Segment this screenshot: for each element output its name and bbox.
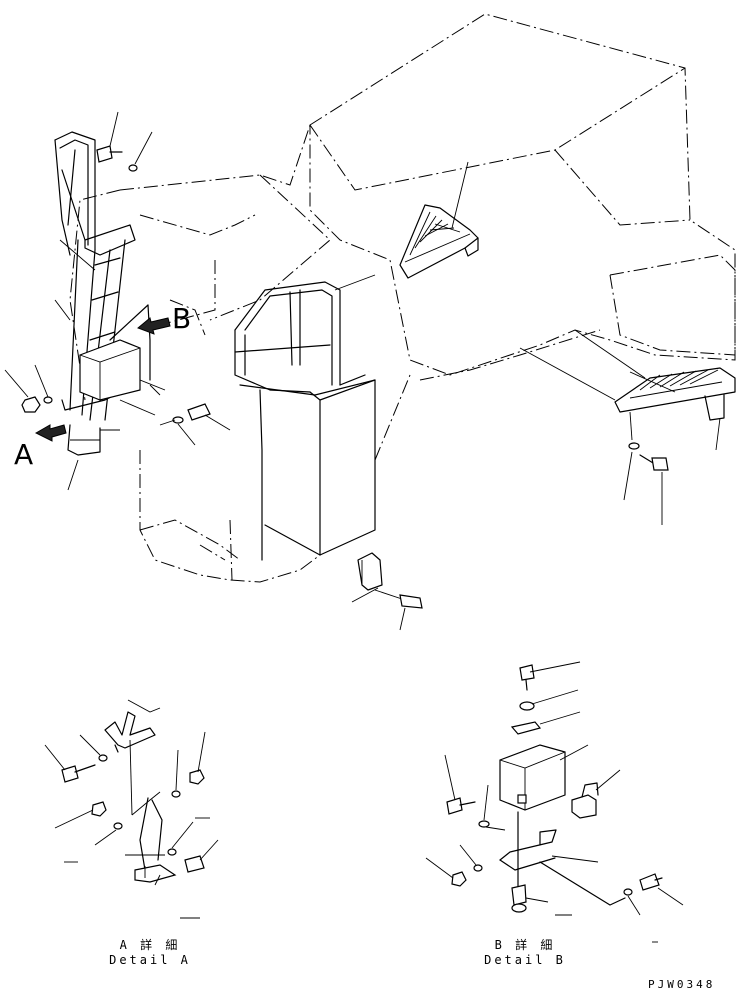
detail-b-title-en: Detail B	[484, 953, 566, 967]
detail-a-title-en: Detail A	[109, 953, 191, 967]
detail-a-title-jp: A 詳 細	[119, 938, 181, 952]
ladder-top-bolt	[96, 111, 153, 172]
machine-body-outline	[69, 13, 736, 583]
view-a-callout: A	[14, 438, 34, 471]
view-b-callout: B	[172, 302, 192, 335]
arrow-b	[137, 317, 171, 335]
detail-b-title-jp: B 詳 細	[494, 938, 556, 952]
left-ladder	[54, 131, 136, 491]
column-bolt	[351, 552, 423, 631]
center-handrail	[234, 274, 376, 561]
arrow-a	[34, 424, 67, 442]
detail-a-drawing	[44, 699, 219, 919]
upper-step	[399, 161, 479, 279]
drawing-code: PJW0348	[648, 978, 716, 991]
right-step-hardware	[623, 442, 669, 525]
detail-b-drawing	[425, 661, 684, 943]
ladder-left-nut-washer	[4, 364, 53, 413]
lock-box	[79, 304, 166, 416]
right-step	[519, 329, 736, 451]
lock-box-bolt	[159, 403, 231, 446]
